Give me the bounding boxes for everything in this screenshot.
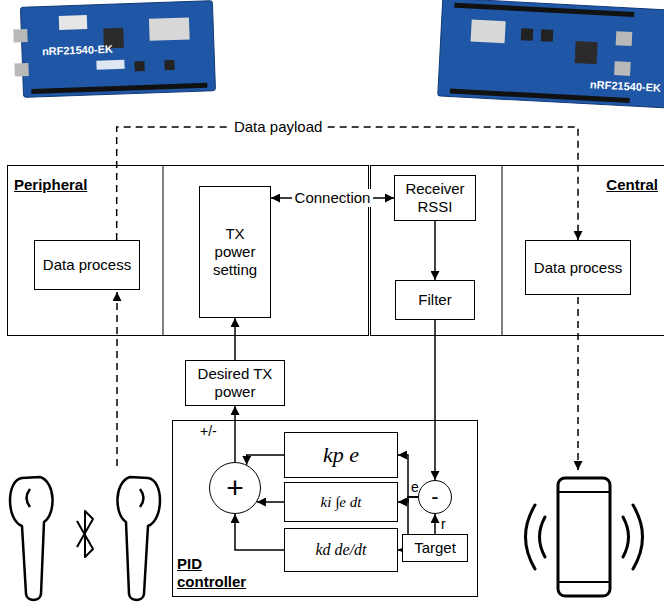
peripheral-group: Data process TX power setting Peripheral xyxy=(7,165,369,336)
board-label: nRF21540-EK xyxy=(590,78,662,95)
earbud xyxy=(117,477,160,600)
connector xyxy=(234,406,236,462)
signal-label: r xyxy=(441,516,446,533)
node-text: + xyxy=(226,473,244,503)
signal-wave xyxy=(623,517,629,557)
panel-divider xyxy=(163,165,164,336)
node-text: Target xyxy=(414,539,456,557)
signal-wave xyxy=(540,517,546,557)
connector xyxy=(434,514,436,534)
gain-box: kd de/dt xyxy=(284,528,398,572)
node-text: Receiver RSSI xyxy=(399,180,471,216)
process-box: Data process xyxy=(525,240,631,295)
target-box: Target xyxy=(402,534,468,562)
diff-junction: - xyxy=(418,480,452,514)
filter-box: Filter xyxy=(395,280,475,320)
pin-header xyxy=(454,3,634,17)
node-text: - xyxy=(431,486,438,508)
group-heading: Central xyxy=(606,176,658,194)
tx-power-box: TX power setting xyxy=(199,186,271,318)
logo-mark xyxy=(96,60,124,70)
sma-connector xyxy=(616,31,633,46)
node-text: Data process xyxy=(43,256,131,274)
panel-divider xyxy=(502,165,503,336)
signal-wave xyxy=(526,505,536,569)
signal-wave xyxy=(633,505,643,569)
process-box: Data process xyxy=(34,240,140,290)
button xyxy=(541,29,554,42)
node-text: Filter xyxy=(418,291,451,309)
sign-label: +/- xyxy=(200,423,217,440)
chip xyxy=(103,28,124,49)
edge-label: Data payload xyxy=(231,118,325,136)
sum-junction: + xyxy=(209,462,261,514)
board-pcb xyxy=(20,1,215,98)
pin-header xyxy=(31,83,207,94)
node-text: kp e xyxy=(323,442,359,468)
connector xyxy=(271,197,394,199)
chip xyxy=(575,41,598,64)
board-image xyxy=(438,0,664,108)
board-part xyxy=(471,20,506,44)
button xyxy=(521,28,534,41)
node-text: Desired TX power xyxy=(190,365,280,401)
group-heading: PID controller xyxy=(177,555,259,591)
sma-connector xyxy=(13,29,27,42)
earbud xyxy=(10,477,53,600)
connector xyxy=(234,318,236,360)
node-text: TX power setting xyxy=(204,225,266,279)
earbud xyxy=(117,477,160,600)
node-text: Data process xyxy=(534,259,622,277)
dashed-arrow xyxy=(577,297,579,470)
connector xyxy=(117,127,578,240)
button xyxy=(134,61,144,71)
board-image xyxy=(12,1,215,98)
pid-group: + kp e ki ∫e dt kd de/dt - TargetPID controll… xyxy=(172,420,478,597)
dashed-arrow xyxy=(116,292,118,466)
rssi-box: Receiver RSSI xyxy=(394,175,476,221)
sma-connector xyxy=(614,61,631,76)
phone-icon xyxy=(526,478,643,596)
node-text: kd de/dt xyxy=(315,540,366,559)
gain-box: kp e xyxy=(284,432,398,478)
central-group: Receiver RSSI Filter Data process Central xyxy=(370,165,664,336)
edge-label: Connection xyxy=(292,189,374,207)
connector xyxy=(434,320,436,480)
board-pcb xyxy=(438,0,664,108)
board-label: nRF21540-EK xyxy=(42,43,113,59)
bluetooth-symbol xyxy=(77,511,93,557)
phone-detail xyxy=(558,581,610,583)
phone-body xyxy=(558,478,610,596)
board-part xyxy=(149,17,190,40)
connector xyxy=(398,455,418,497)
connector xyxy=(257,501,284,503)
connector xyxy=(434,221,436,280)
node-text: ki ∫e dt xyxy=(321,493,362,511)
earbuds-icon xyxy=(10,477,160,600)
earbud-detail xyxy=(140,489,144,507)
earbud-detail xyxy=(27,489,31,507)
button xyxy=(164,60,174,70)
group-heading: Peripheral xyxy=(14,176,87,194)
connector xyxy=(235,514,284,550)
gain-box: ki ∫e dt xyxy=(284,482,398,522)
connector xyxy=(247,455,284,465)
board-part xyxy=(59,15,87,30)
phone-detail xyxy=(558,491,610,493)
pin-header xyxy=(450,89,630,103)
sma-connector xyxy=(14,63,28,76)
power-box: Desired TX power xyxy=(185,360,285,406)
